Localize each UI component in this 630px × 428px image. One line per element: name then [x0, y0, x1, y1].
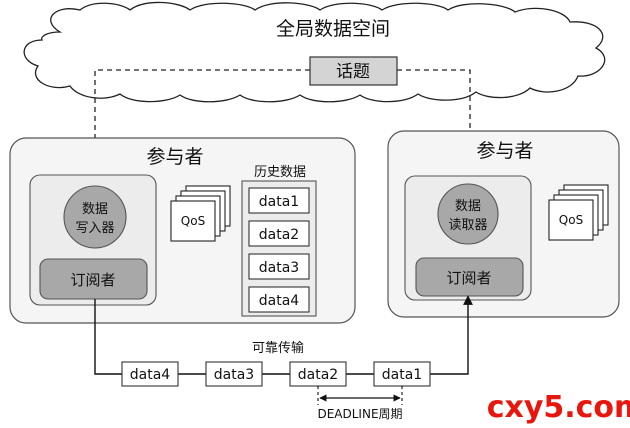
- topic-box: 话题: [309, 56, 398, 86]
- participant-left: 参与者 数据 写入器 订阅者 QoS 历史数据 data1 data2 d: [9, 137, 356, 324]
- qos-left-stack: QoS: [170, 185, 231, 242]
- history-item: data2: [248, 220, 310, 247]
- packet-1-label: data4: [130, 367, 171, 383]
- history-title: 历史数据: [254, 165, 306, 180]
- history-item-1: data1: [259, 194, 299, 210]
- participant-right: 参与者 数据 读取器 订阅者 QoS: [387, 130, 620, 318]
- participant-right-title: 参与者: [476, 140, 533, 162]
- data-writer-label-2: 写入器: [75, 221, 114, 236]
- deadline-label: DEADLINE周期: [317, 407, 402, 421]
- reliable-transport: 可靠传输 data4 data3 data2 data1 DEADLINE周期: [94, 295, 473, 421]
- subscriber-left-label: 订阅者: [70, 271, 115, 289]
- qos-left-label: QoS: [181, 214, 205, 228]
- topic-links: [94, 69, 471, 190]
- transport-line-start: [94, 299, 122, 375]
- history-item: data1: [248, 187, 310, 214]
- data-writer-node: [63, 185, 127, 249]
- data-reader-label-2: 读取器: [448, 218, 487, 233]
- subscriber-right-label: 订阅者: [446, 269, 491, 287]
- data-reader-node: [437, 183, 499, 245]
- packet: data4: [121, 361, 179, 387]
- packet: data3: [205, 361, 263, 387]
- global-data-space-title: 全局数据空间: [276, 18, 390, 40]
- history-item: data3: [248, 253, 310, 280]
- data-reader-label-1: 数据: [455, 199, 481, 214]
- packet-2-label: data3: [214, 367, 254, 383]
- qos-right-label: QoS: [559, 213, 583, 227]
- history-item-4: data4: [259, 293, 300, 309]
- reliable-transport-label: 可靠传输: [252, 340, 304, 356]
- history-item: data4: [248, 286, 310, 313]
- packet-3-label: data2: [298, 367, 338, 383]
- topic-reader-link: [397, 69, 471, 188]
- global-data-space-cloud: 全局数据空间: [23, 1, 606, 103]
- packet-4-label: data1: [382, 367, 422, 383]
- qos-right-stack: QoS: [548, 184, 609, 241]
- participant-left-title: 参与者: [146, 146, 203, 168]
- packet: data1: [373, 361, 431, 387]
- topic-label: 话题: [336, 62, 370, 82]
- packet: data2: [289, 361, 347, 387]
- watermark-text: cxy5.com: [487, 390, 630, 425]
- history-item-3: data3: [259, 260, 299, 276]
- transport-arrow: [430, 295, 473, 375]
- subscriber-left-box: [39, 258, 148, 300]
- data-writer-label-1: 数据: [82, 202, 108, 217]
- history-item-2: data2: [259, 227, 299, 243]
